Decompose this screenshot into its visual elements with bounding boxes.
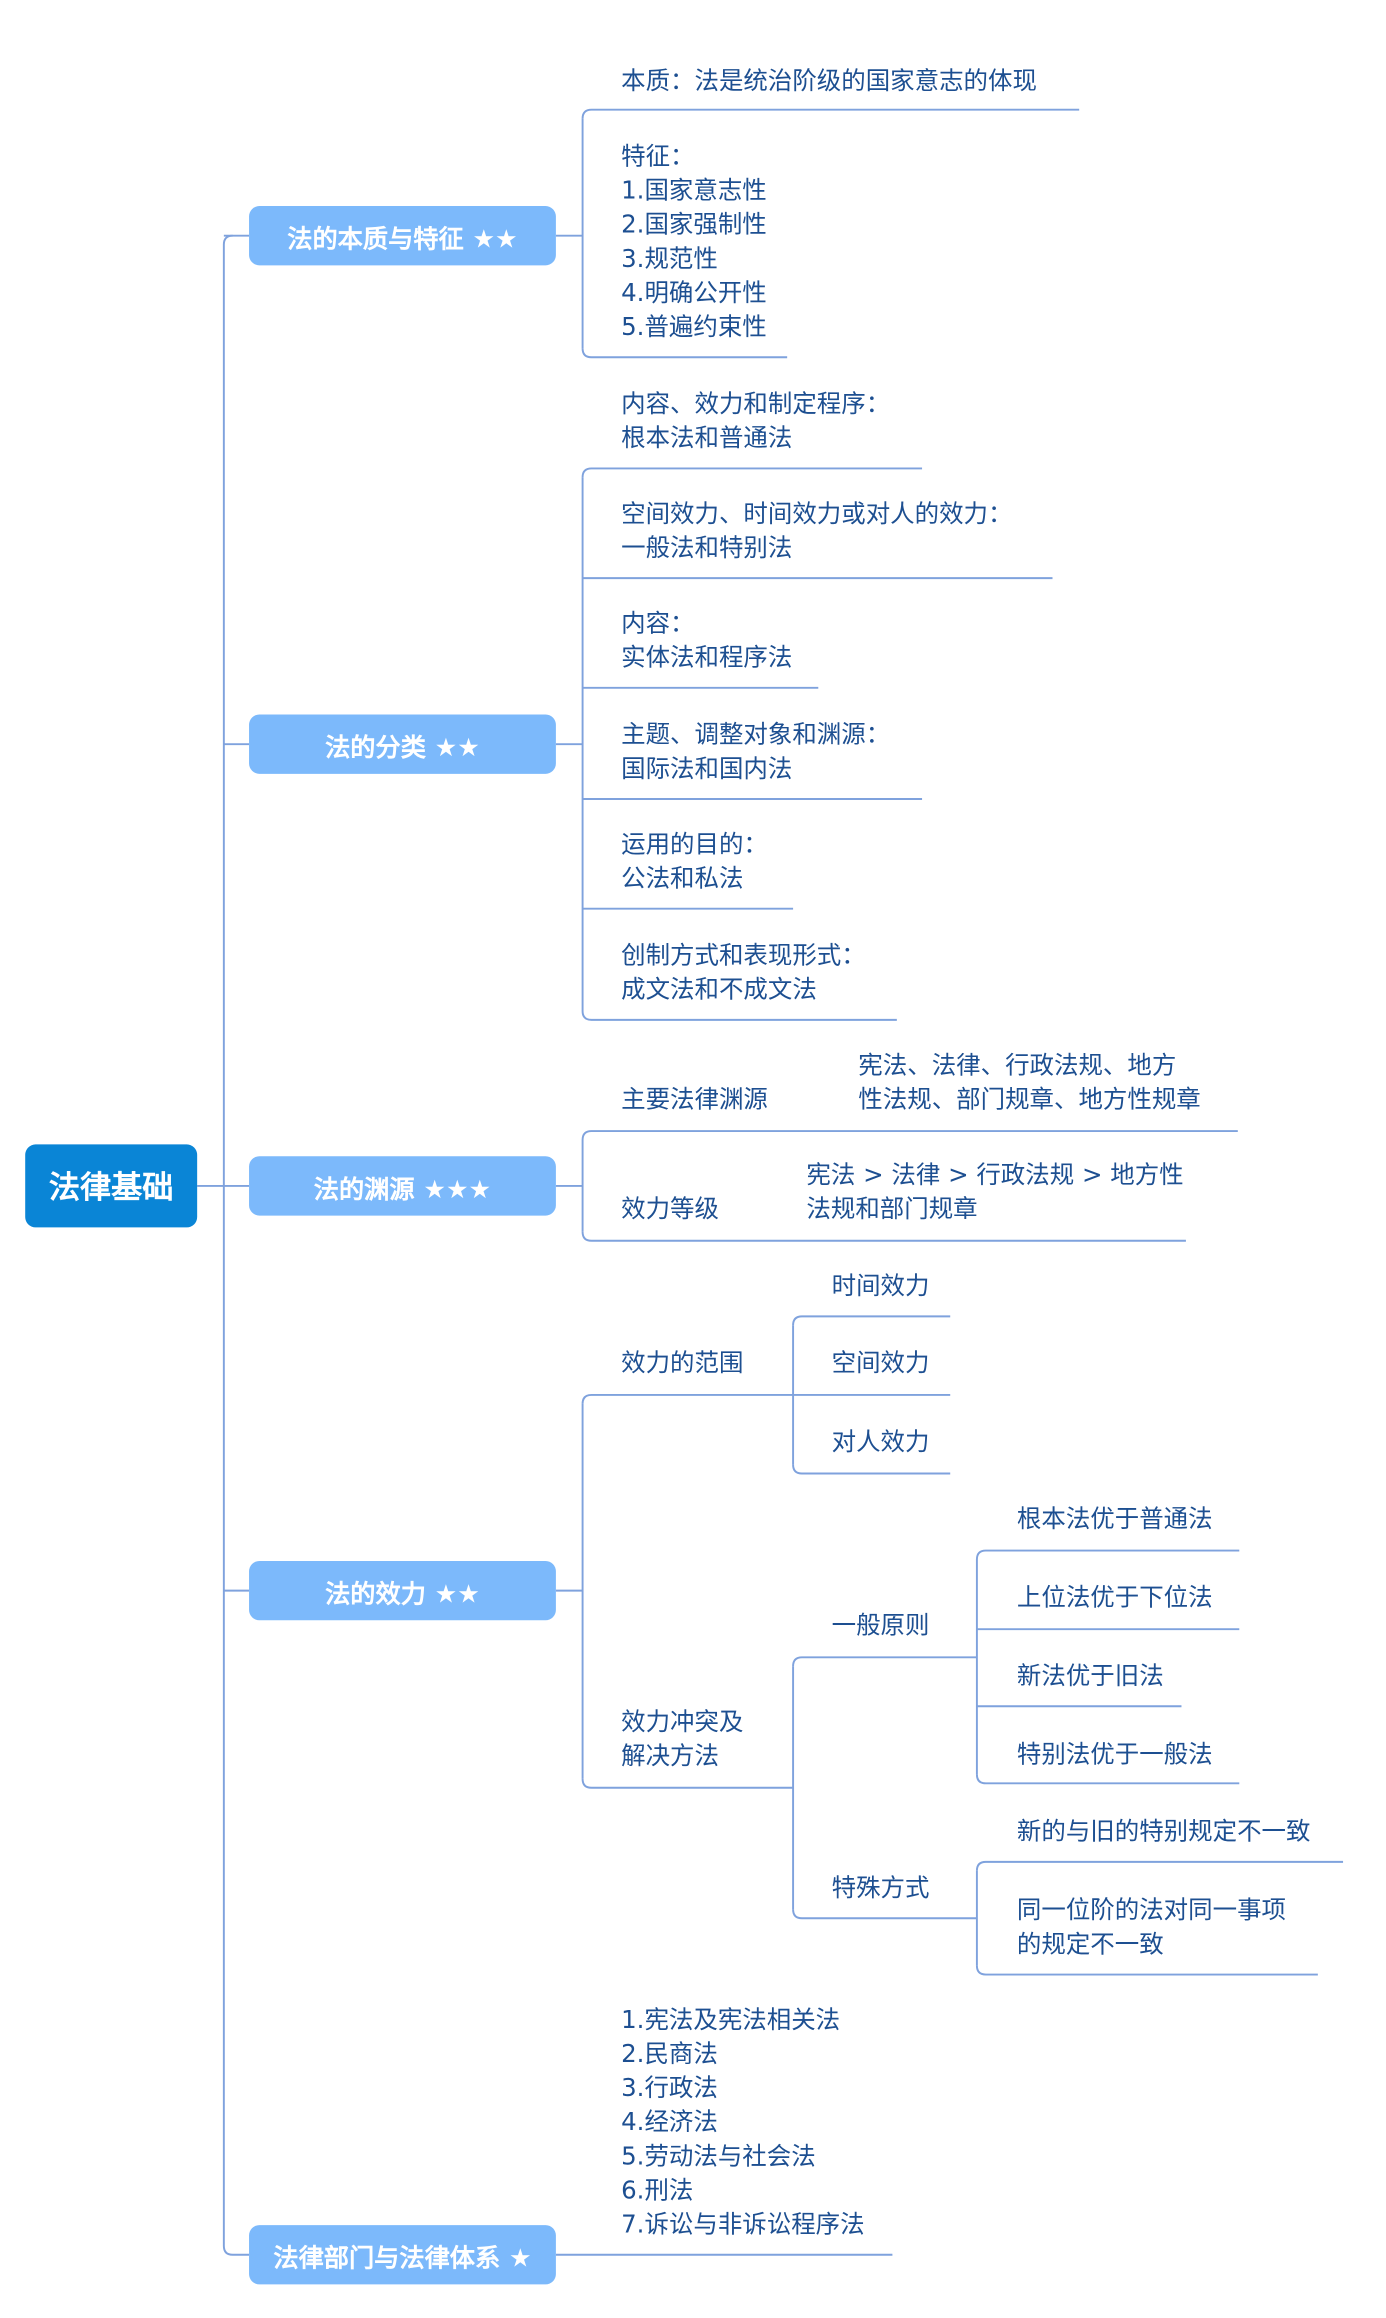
leaf-class-4[interactable]: 主题、调整对象和渊源： 国际法和国内法 bbox=[621, 720, 891, 783]
nature-underline bbox=[581, 348, 788, 359]
leaf-class-5[interactable]: 运用的目的： 公法和私法 bbox=[621, 830, 768, 893]
leaf-hierarchy-detail[interactable]: 宪法 > 法律 > 行政法规 > 地方性 法规和部门规章 bbox=[806, 1160, 1184, 1223]
trunk bbox=[222, 234, 250, 2256]
leaf-class-3[interactable]: 内容： 实体法和程序法 bbox=[621, 609, 793, 672]
leaf-general-4[interactable]: 特别法优于一般法 bbox=[1016, 1740, 1213, 1769]
leaf-main-sources[interactable]: 主要法律渊源 bbox=[621, 1085, 768, 1114]
sources-underline bbox=[581, 1130, 1238, 1141]
leaf-class-2[interactable]: 空间效力、时间效力或对人的效力： 一般法和特别法 bbox=[621, 499, 1013, 562]
leaf-special[interactable]: 特殊方式 bbox=[831, 1873, 930, 1902]
classification-underline bbox=[581, 1010, 897, 1021]
effect-underline bbox=[581, 1393, 794, 1404]
leaf-class-6[interactable]: 创制方式和表现形式： 成文法和不成文法 bbox=[621, 941, 866, 1004]
leaf-general-3[interactable]: 新法优于旧法 bbox=[1016, 1661, 1164, 1690]
leaf-essence[interactable]: 本质：法是统治阶级的国家意志的体现 bbox=[621, 66, 1037, 95]
scope-underline bbox=[792, 1464, 951, 1475]
nature-underline bbox=[581, 108, 1080, 119]
general-underline bbox=[975, 1549, 1240, 1560]
leaf-special-1[interactable]: 新的与旧的特别规定不一致 bbox=[1016, 1817, 1311, 1846]
leaf-hierarchy[interactable]: 效力等级 bbox=[621, 1194, 719, 1223]
special-underline bbox=[975, 1965, 1318, 1976]
general-underline bbox=[975, 1774, 1240, 1785]
leaf-scope-space[interactable]: 空间效力 bbox=[831, 1348, 930, 1378]
leaf-scope-person[interactable]: 对人效力 bbox=[831, 1427, 930, 1456]
leaf-general-1[interactable]: 根本法优于普通法 bbox=[1016, 1504, 1213, 1533]
leaf-features[interactable]: 特征： 1.国家意志性 2.国家强制性 3.规范性 4.明确公开性 5.普遍约束… bbox=[621, 142, 767, 341]
leaf-class-1[interactable]: 内容、效力和制定程序： 根本法和普通法 bbox=[621, 389, 891, 453]
conflict-underline bbox=[792, 1909, 977, 1920]
leaf-general-2[interactable]: 上位法优于下位法 bbox=[1016, 1583, 1213, 1612]
leaf-conflict[interactable]: 效力冲突及 解决方法 bbox=[621, 1707, 744, 1770]
leaf-scope-time[interactable]: 时间效力 bbox=[831, 1271, 930, 1301]
effect-underline bbox=[581, 1778, 794, 1789]
classification-underline bbox=[581, 467, 923, 478]
scope-underline bbox=[792, 1315, 951, 1326]
branch-sources[interactable]: 法的渊源 ★★★ bbox=[249, 1156, 556, 1216]
leaf-general[interactable]: 一般原则 bbox=[831, 1611, 930, 1640]
leaf-main-sources-detail[interactable]: 宪法、法律、行政法规、地方 性法规、部门规章、地方性规章 bbox=[858, 1051, 1201, 1114]
conflict-underline bbox=[792, 1656, 977, 1667]
root-node[interactable]: 法律基础 bbox=[25, 1144, 198, 1228]
branch-effect[interactable]: 法的效力 ★★ bbox=[249, 1560, 556, 1621]
sources-underline bbox=[581, 1231, 1186, 1242]
leaf-scope[interactable]: 效力的范围 bbox=[621, 1348, 744, 1378]
branch-legal-system[interactable]: 法律部门与法律体系 ★ bbox=[249, 2225, 556, 2285]
leaf-legal-departments[interactable]: 1.宪法及宪法相关法 2.民商法 3.行政法 4.经济法 5.劳动法与社会法 6… bbox=[621, 2005, 865, 2239]
special-underline bbox=[975, 1860, 1344, 1871]
leaf-special-2[interactable]: 同一位阶的法对同一事项 的规定不一致 bbox=[1016, 1895, 1286, 1959]
branch-nature[interactable]: 法的本质与特征 ★★ bbox=[249, 206, 556, 266]
branch-classification[interactable]: 法的分类 ★★ bbox=[249, 714, 556, 774]
